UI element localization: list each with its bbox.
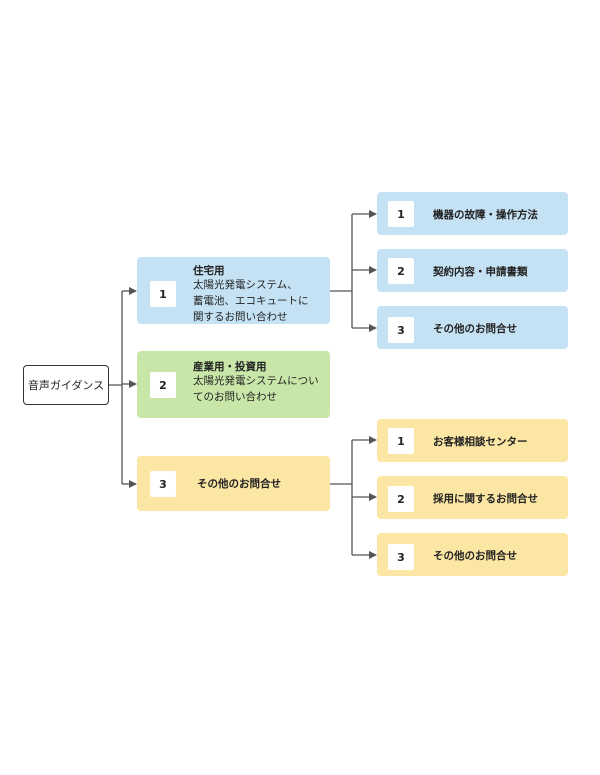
- option-number: 3: [150, 471, 176, 497]
- option-residential: 1 住宅用 太陽光発電システム、 蓄電池、エコキュートに 関するお問い合わせ: [137, 257, 330, 324]
- option-label: その他のお問合せ: [433, 550, 517, 562]
- option-number: 1: [388, 428, 414, 454]
- option-label: お客様相談センター: [433, 436, 528, 448]
- residential-option-3: 3 その他のお問合せ: [377, 306, 568, 349]
- option-number: 3: [388, 544, 414, 570]
- option-label: 契約内容・申請書類: [433, 266, 528, 278]
- option-title: 住宅用: [193, 265, 225, 277]
- option-other: 3 その他のお問合せ: [137, 456, 330, 511]
- option-number: 2: [388, 486, 414, 512]
- connector-res-trunk: [330, 214, 353, 328]
- description-line: 蓄電池、エコキュートに: [193, 295, 309, 307]
- other-option-2: 2 採用に関するお問合せ: [377, 476, 568, 519]
- option-label: その他のお問合せ: [433, 323, 517, 335]
- root-node: 音声ガイダンス: [23, 365, 109, 405]
- option-number: 3: [388, 317, 414, 343]
- description-line: 太陽光発電システムについ: [193, 375, 319, 387]
- description-line: 太陽光発電システム、: [193, 279, 298, 291]
- other-option-1: 1 お客様相談センター: [377, 419, 568, 462]
- connector-root-trunk: [109, 291, 123, 484]
- option-number: 2: [150, 372, 176, 398]
- description-line: 関するお問い合わせ: [193, 311, 288, 323]
- option-description: 太陽光発電システムについ てのお問い合わせ: [193, 373, 319, 405]
- residential-option-2: 2 契約内容・申請書類: [377, 249, 568, 292]
- root-label: 音声ガイダンス: [27, 379, 105, 392]
- other-option-3: 3 その他のお問合せ: [377, 533, 568, 576]
- connector-other-trunk: [330, 440, 353, 555]
- option-number: 1: [388, 201, 414, 227]
- option-title: その他のお問合せ: [197, 478, 281, 490]
- option-industrial: 2 産業用・投資用 太陽光発電システムについ てのお問い合わせ: [137, 351, 330, 418]
- option-title: 産業用・投資用: [193, 361, 267, 373]
- option-label: 採用に関するお問合せ: [433, 493, 538, 505]
- option-label: 機器の故障・操作方法: [433, 209, 538, 221]
- option-number: 2: [388, 258, 414, 284]
- option-number: 1: [150, 281, 176, 307]
- option-description: 太陽光発電システム、 蓄電池、エコキュートに 関するお問い合わせ: [193, 277, 309, 325]
- residential-option-1: 1 機器の故障・操作方法: [377, 192, 568, 235]
- description-line: てのお問い合わせ: [193, 391, 277, 403]
